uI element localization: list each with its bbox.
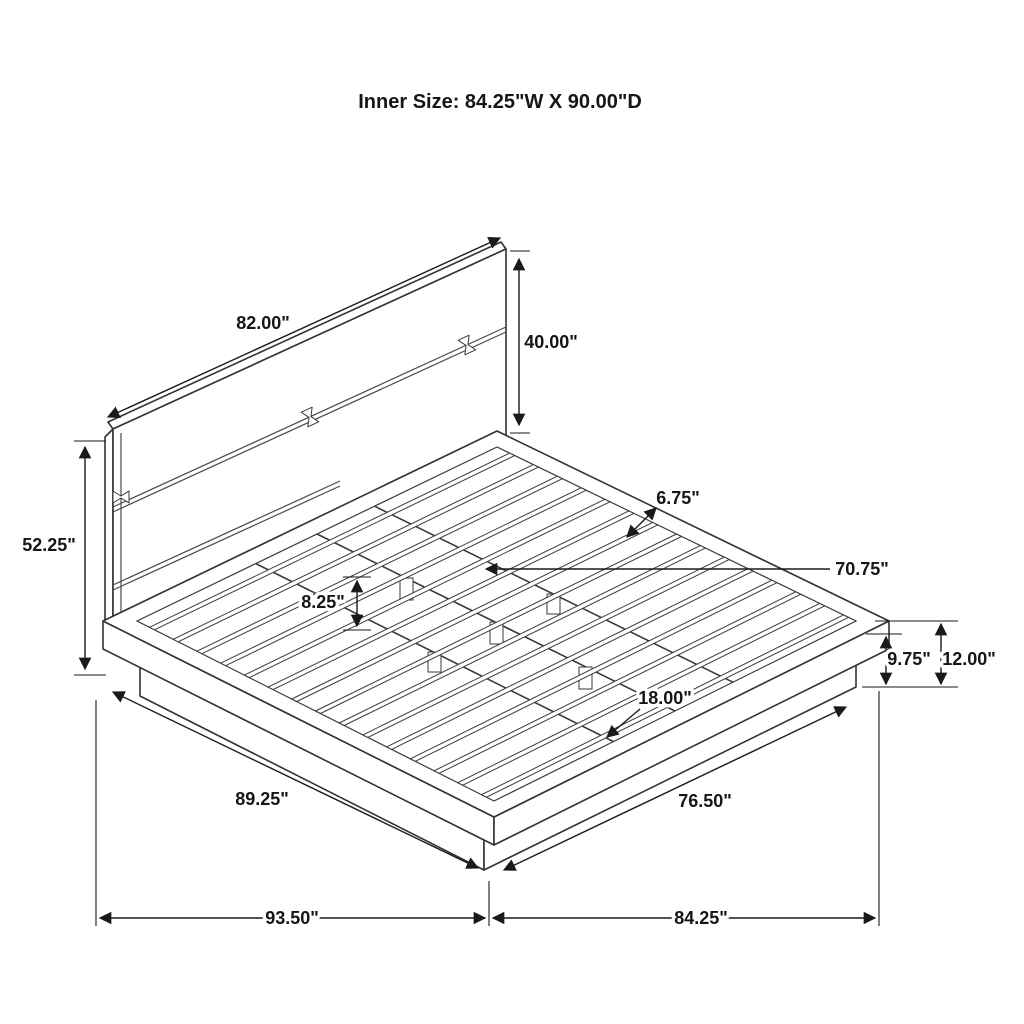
dim-rail-height-label: 8.25" xyxy=(301,592,345,612)
dim-headboard-height-label: 40.00" xyxy=(524,332,578,352)
dim-overall-width-label: 84.25" xyxy=(674,908,728,928)
dim-side-rail-length-label: 89.25" xyxy=(235,789,289,809)
dim-headboard-width: 82.00" xyxy=(106,236,502,419)
dim-foot-rail-length-label: 76.50" xyxy=(678,791,732,811)
diagram-title: Inner Size: 84.25"W X 90.00"D xyxy=(358,91,642,113)
dim-rail-height: 8.25" xyxy=(298,576,371,631)
butterfly-joint-icon xyxy=(112,490,130,504)
dim-total-height: 52.25" xyxy=(19,440,106,676)
dim-slat-spacing: 6.75" xyxy=(626,485,703,538)
dimensions: 82.00" 40.00" 52.25" 6.75" 70.75" 8.25 xyxy=(19,236,999,932)
dim-overall-width: 84.25" xyxy=(491,691,880,932)
dim-slat-spacing-label: 6.75" xyxy=(656,488,700,508)
dim-inner-rail-length-label: 70.75" xyxy=(835,559,889,579)
dim-headboard-width-label: 82.00" xyxy=(236,313,290,333)
dim-total-height-label: 52.25" xyxy=(22,535,76,555)
dim-base-height: 9.75" xyxy=(862,620,958,688)
dim-platform-height: 12.00" xyxy=(934,622,999,686)
dim-overall-depth: 93.50" xyxy=(95,700,490,932)
dim-headboard-height: 40.00" xyxy=(510,250,581,434)
dim-side-rail-length: 89.25" xyxy=(111,691,480,869)
dim-overall-depth-label: 93.50" xyxy=(265,908,319,928)
dim-foot-spacing-label: 18.00" xyxy=(638,688,692,708)
dim-platform-height-label: 12.00" xyxy=(942,649,996,669)
dim-inner-rail-length: 70.75" xyxy=(484,556,892,583)
dim-base-height-label: 9.75" xyxy=(887,649,931,669)
headboard-plank-seam-2 xyxy=(112,480,341,586)
dim-foot-rail-length: 76.50" xyxy=(502,706,848,871)
headboard-plank-seam-2b xyxy=(112,485,341,591)
